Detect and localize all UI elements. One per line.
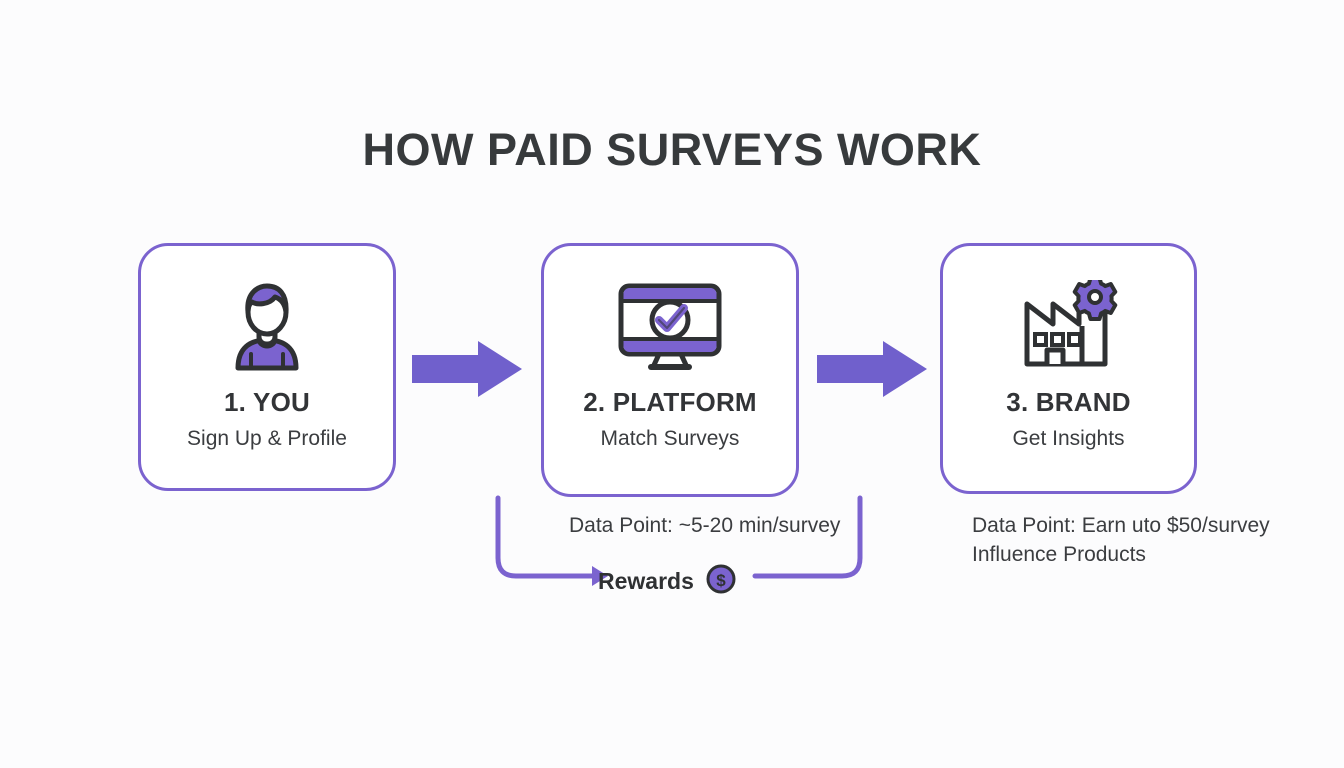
data-point-platform: Data Point: ~5-20 min/survey [569, 514, 841, 537]
curved-feedback-arrow-icon [495, 495, 863, 586]
step-title: 3. BRAND [1006, 387, 1131, 417]
page-title: HOW PAID SURVEYS WORK [362, 124, 982, 175]
rewards-label: Rewards [598, 568, 694, 594]
step-card-you[interactable]: 1. YOU Sign Up & Profile [138, 243, 396, 491]
step-title: 1. YOU [224, 387, 310, 417]
monitor-checkmark-icon [616, 280, 724, 372]
person-avatar-icon [221, 280, 313, 372]
step-subtitle: Sign Up & Profile [187, 426, 347, 450]
step-subtitle: Match Surveys [600, 426, 740, 450]
dollar-coin-icon: $ [705, 563, 737, 600]
rewards-group: Rewards $ [598, 563, 737, 600]
right-arrow-icon [412, 341, 522, 397]
data-point-brand: Data Point: Earn uto $50/survey Influenc… [972, 514, 1270, 566]
step-card-platform[interactable]: 2. PLATFORM Match Surveys [541, 243, 799, 497]
factory-gear-icon [1019, 280, 1119, 372]
step-subtitle: Get Insights [1012, 426, 1125, 450]
step-card-brand[interactable]: 3. BRAND Get Insights [940, 243, 1197, 494]
step-title: 2. PLATFORM [583, 387, 757, 417]
right-arrow-icon [817, 341, 927, 397]
svg-text:$: $ [716, 571, 726, 590]
